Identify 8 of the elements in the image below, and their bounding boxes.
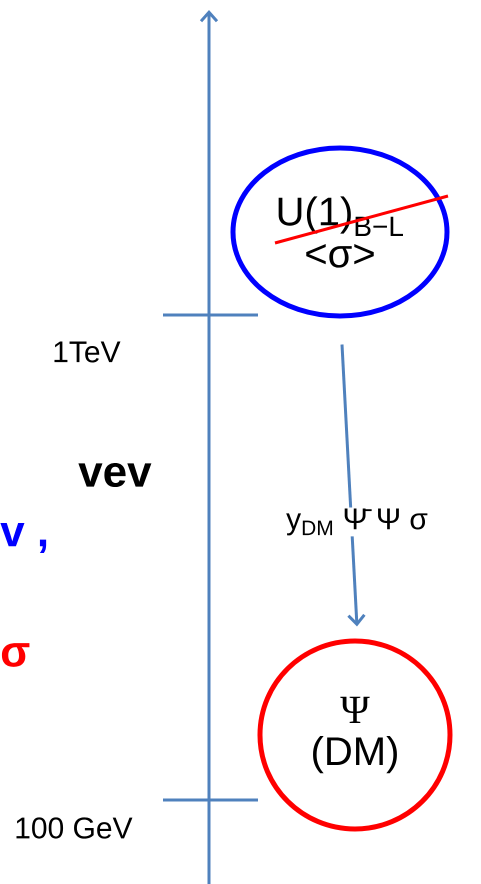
axis-label: v , — [0, 522, 46, 554]
axis-label: σ — [2, 643, 30, 667]
axis-label: 100 GeV — [16, 817, 132, 839]
axis-label: 1TeV — [54, 342, 120, 362]
axis-label: vev — [78, 462, 152, 488]
arrow — [340, 344, 366, 626]
edge-label: y$_{DM}$ Ψ̄ Ψ σ — [285, 508, 429, 536]
circle-node: Ψ (DM) — [258, 638, 452, 832]
